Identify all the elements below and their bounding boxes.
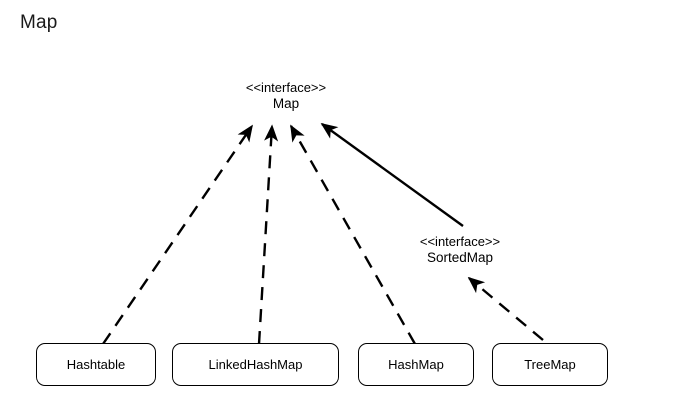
- interface-sortedmap-name: SortedMap: [426, 249, 494, 265]
- class-box-hashmap[interactable]: HashMap: [358, 343, 474, 386]
- class-box-hashtable[interactable]: Hashtable: [36, 343, 156, 386]
- edge-hashmap-to-map: [289, 124, 417, 345]
- page-title: Map: [20, 12, 58, 33]
- interface-map-name: Map: [272, 95, 300, 111]
- class-box-treemap[interactable]: TreeMap: [492, 343, 608, 386]
- interface-sortedmap: <<interface>> SortedMap: [390, 234, 530, 266]
- class-name-linkedhashmap: LinkedHashMap: [208, 357, 303, 372]
- class-box-linkedhashmap[interactable]: LinkedHashMap: [172, 343, 339, 386]
- edge-hashtable-to-map: [102, 124, 253, 345]
- edge-linkedhashmap-to-map: [257, 124, 279, 345]
- class-name-hashtable: Hashtable: [66, 357, 126, 372]
- class-name-hashmap: HashMap: [388, 357, 444, 372]
- edge-sortedmap-to-map: [320, 123, 464, 227]
- interface-sortedmap-stereotype: <<interface>>: [419, 234, 501, 249]
- class-name-treemap: TreeMap: [524, 357, 576, 372]
- interface-map-stereotype: <<interface>>: [245, 80, 327, 95]
- interface-map: <<interface>> Map: [216, 80, 356, 112]
- edge-treemap-to-sortedmap: [467, 276, 544, 341]
